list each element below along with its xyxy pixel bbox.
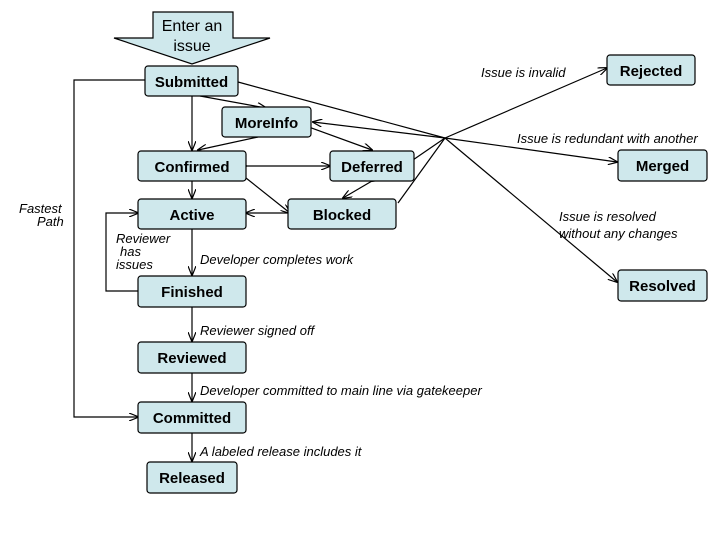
node-resolved: Resolved (617, 269, 708, 302)
edge-fastest-path (73, 79, 145, 417)
node-active: Active (137, 198, 247, 230)
node-moreinfo-label: MoreInfo (235, 115, 298, 132)
label-reviewer-issues-line1: Reviewer (116, 231, 171, 246)
edge-confirmed-blocked (245, 177, 290, 213)
label-issue-redundant: Issue is redundant with another (517, 131, 698, 146)
label-reviewer-signed-off: Reviewer signed off (200, 323, 316, 338)
node-submitted-label: Submitted (155, 74, 228, 91)
node-blocked: Blocked (287, 198, 397, 230)
edge-hub-rejected (444, 68, 607, 139)
edge-moreinfo-deferred (305, 125, 372, 150)
node-finished-label: Finished (161, 284, 223, 301)
edge-deferred-hub (409, 137, 446, 163)
node-moreinfo: MoreInfo (221, 106, 312, 138)
label-reviewer-issues-line3: issues (116, 257, 153, 272)
node-rejected-label: Rejected (620, 63, 683, 80)
node-confirmed: Confirmed (137, 150, 247, 182)
node-merged-label: Merged (636, 158, 689, 175)
entry-label-line2: issue (173, 38, 210, 55)
edge-hub-merged (444, 137, 617, 162)
node-confirmed-label: Confirmed (155, 159, 230, 176)
edge-hub-resolved (444, 137, 617, 282)
label-fastest-path-line1: Fastest (19, 201, 63, 216)
node-committed-label: Committed (153, 410, 231, 427)
node-released-label: Released (159, 470, 225, 487)
label-issue-invalid: Issue is invalid (481, 65, 566, 80)
edge-deferred-blocked (343, 181, 372, 198)
node-finished: Finished (137, 275, 247, 308)
node-reviewed: Reviewed (137, 341, 247, 374)
node-reviewed-label: Reviewed (157, 350, 226, 367)
label-fastest-path-line2: Path (37, 214, 64, 229)
node-merged: Merged (617, 149, 708, 182)
node-submitted: Submitted (144, 65, 239, 97)
edge-hub-moreinfo (313, 122, 446, 139)
node-resolved-label: Resolved (629, 278, 696, 295)
label-reviewer-issues-line2: has (120, 244, 141, 259)
node-committed: Committed (137, 401, 247, 434)
edge-submitted-moreinfo (199, 95, 266, 108)
edge-moreinfo-confirmed (198, 136, 259, 150)
entry-label-line1: Enter an (162, 18, 222, 35)
node-released: Released (146, 461, 238, 494)
label-release-includes: A labeled release includes it (199, 444, 363, 459)
edge-submitted-hub (237, 81, 446, 139)
label-issue-resolved-line2: without any changes (559, 226, 678, 241)
label-developer-completes: Developer completes work (200, 252, 355, 267)
edge-blocked-hub (397, 137, 446, 204)
node-deferred-label: Deferred (341, 159, 403, 176)
entry-arrow: Enter an issue (113, 11, 271, 65)
label-issue-resolved-line1: Issue is resolved (559, 209, 657, 224)
label-developer-committed: Developer committed to main line via gat… (200, 383, 482, 398)
node-rejected: Rejected (606, 54, 696, 86)
node-blocked-label: Blocked (313, 207, 371, 224)
node-deferred: Deferred (329, 150, 415, 182)
node-active-label: Active (169, 207, 214, 224)
edges (73, 68, 617, 461)
edge-finished-active-loop (105, 213, 138, 292)
